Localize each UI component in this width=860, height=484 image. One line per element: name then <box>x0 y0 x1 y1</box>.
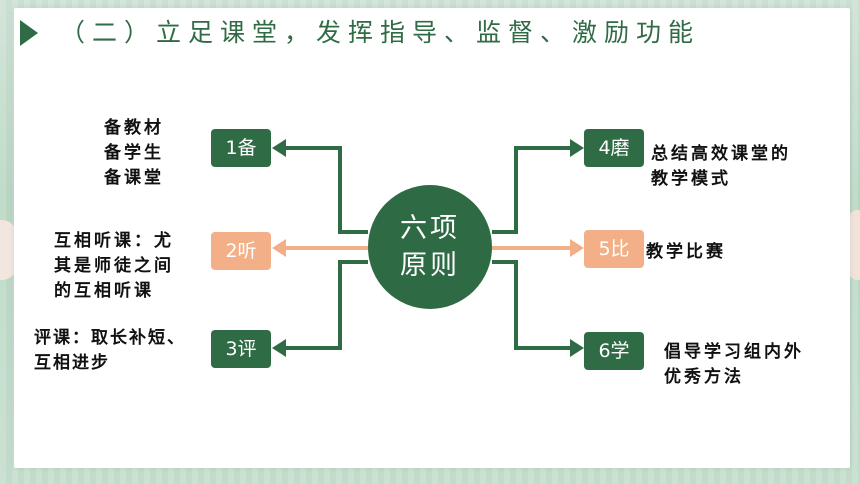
node-2: 2听 <box>211 232 271 270</box>
node-5-description: 教学比赛 <box>646 242 726 262</box>
node-1-description: 备教材 备学生 备课堂 <box>104 118 164 188</box>
node-4: 4磨 <box>584 129 644 167</box>
node-3: 3评 <box>211 330 271 368</box>
connector-4 <box>492 146 574 234</box>
node-6: 6学 <box>584 332 644 370</box>
arrowhead-6 <box>570 339 584 357</box>
connector-6 <box>492 260 574 350</box>
arrowhead-5 <box>570 239 584 257</box>
node-6-description: 倡导学习组内外 优秀方法 <box>664 342 804 387</box>
arrowhead-3 <box>272 339 286 357</box>
connector-3 <box>282 260 368 350</box>
center-hub: 六项 原则 <box>368 185 492 309</box>
hub-line-2: 原则 <box>400 250 460 281</box>
node-2-description: 互相听课：尤 其是师徒之间 的互相听课 <box>54 231 174 301</box>
arrowhead-4 <box>570 139 584 157</box>
title-arrow-icon <box>20 20 38 46</box>
node-1: 1备 <box>211 129 271 167</box>
slide-title: （二）立足课堂，发挥指导、监督、激励功能 <box>60 18 701 47</box>
hub-line-1: 六项 <box>400 213 460 244</box>
connector-1 <box>282 146 368 234</box>
arrowhead-2 <box>272 239 286 257</box>
node-3-description: 评课：取长补短、 互相进步 <box>34 328 186 373</box>
node-5: 5比 <box>584 230 644 268</box>
arrowhead-1 <box>272 139 286 157</box>
node-4-description: 总结高效课堂的 教学模式 <box>651 144 791 189</box>
